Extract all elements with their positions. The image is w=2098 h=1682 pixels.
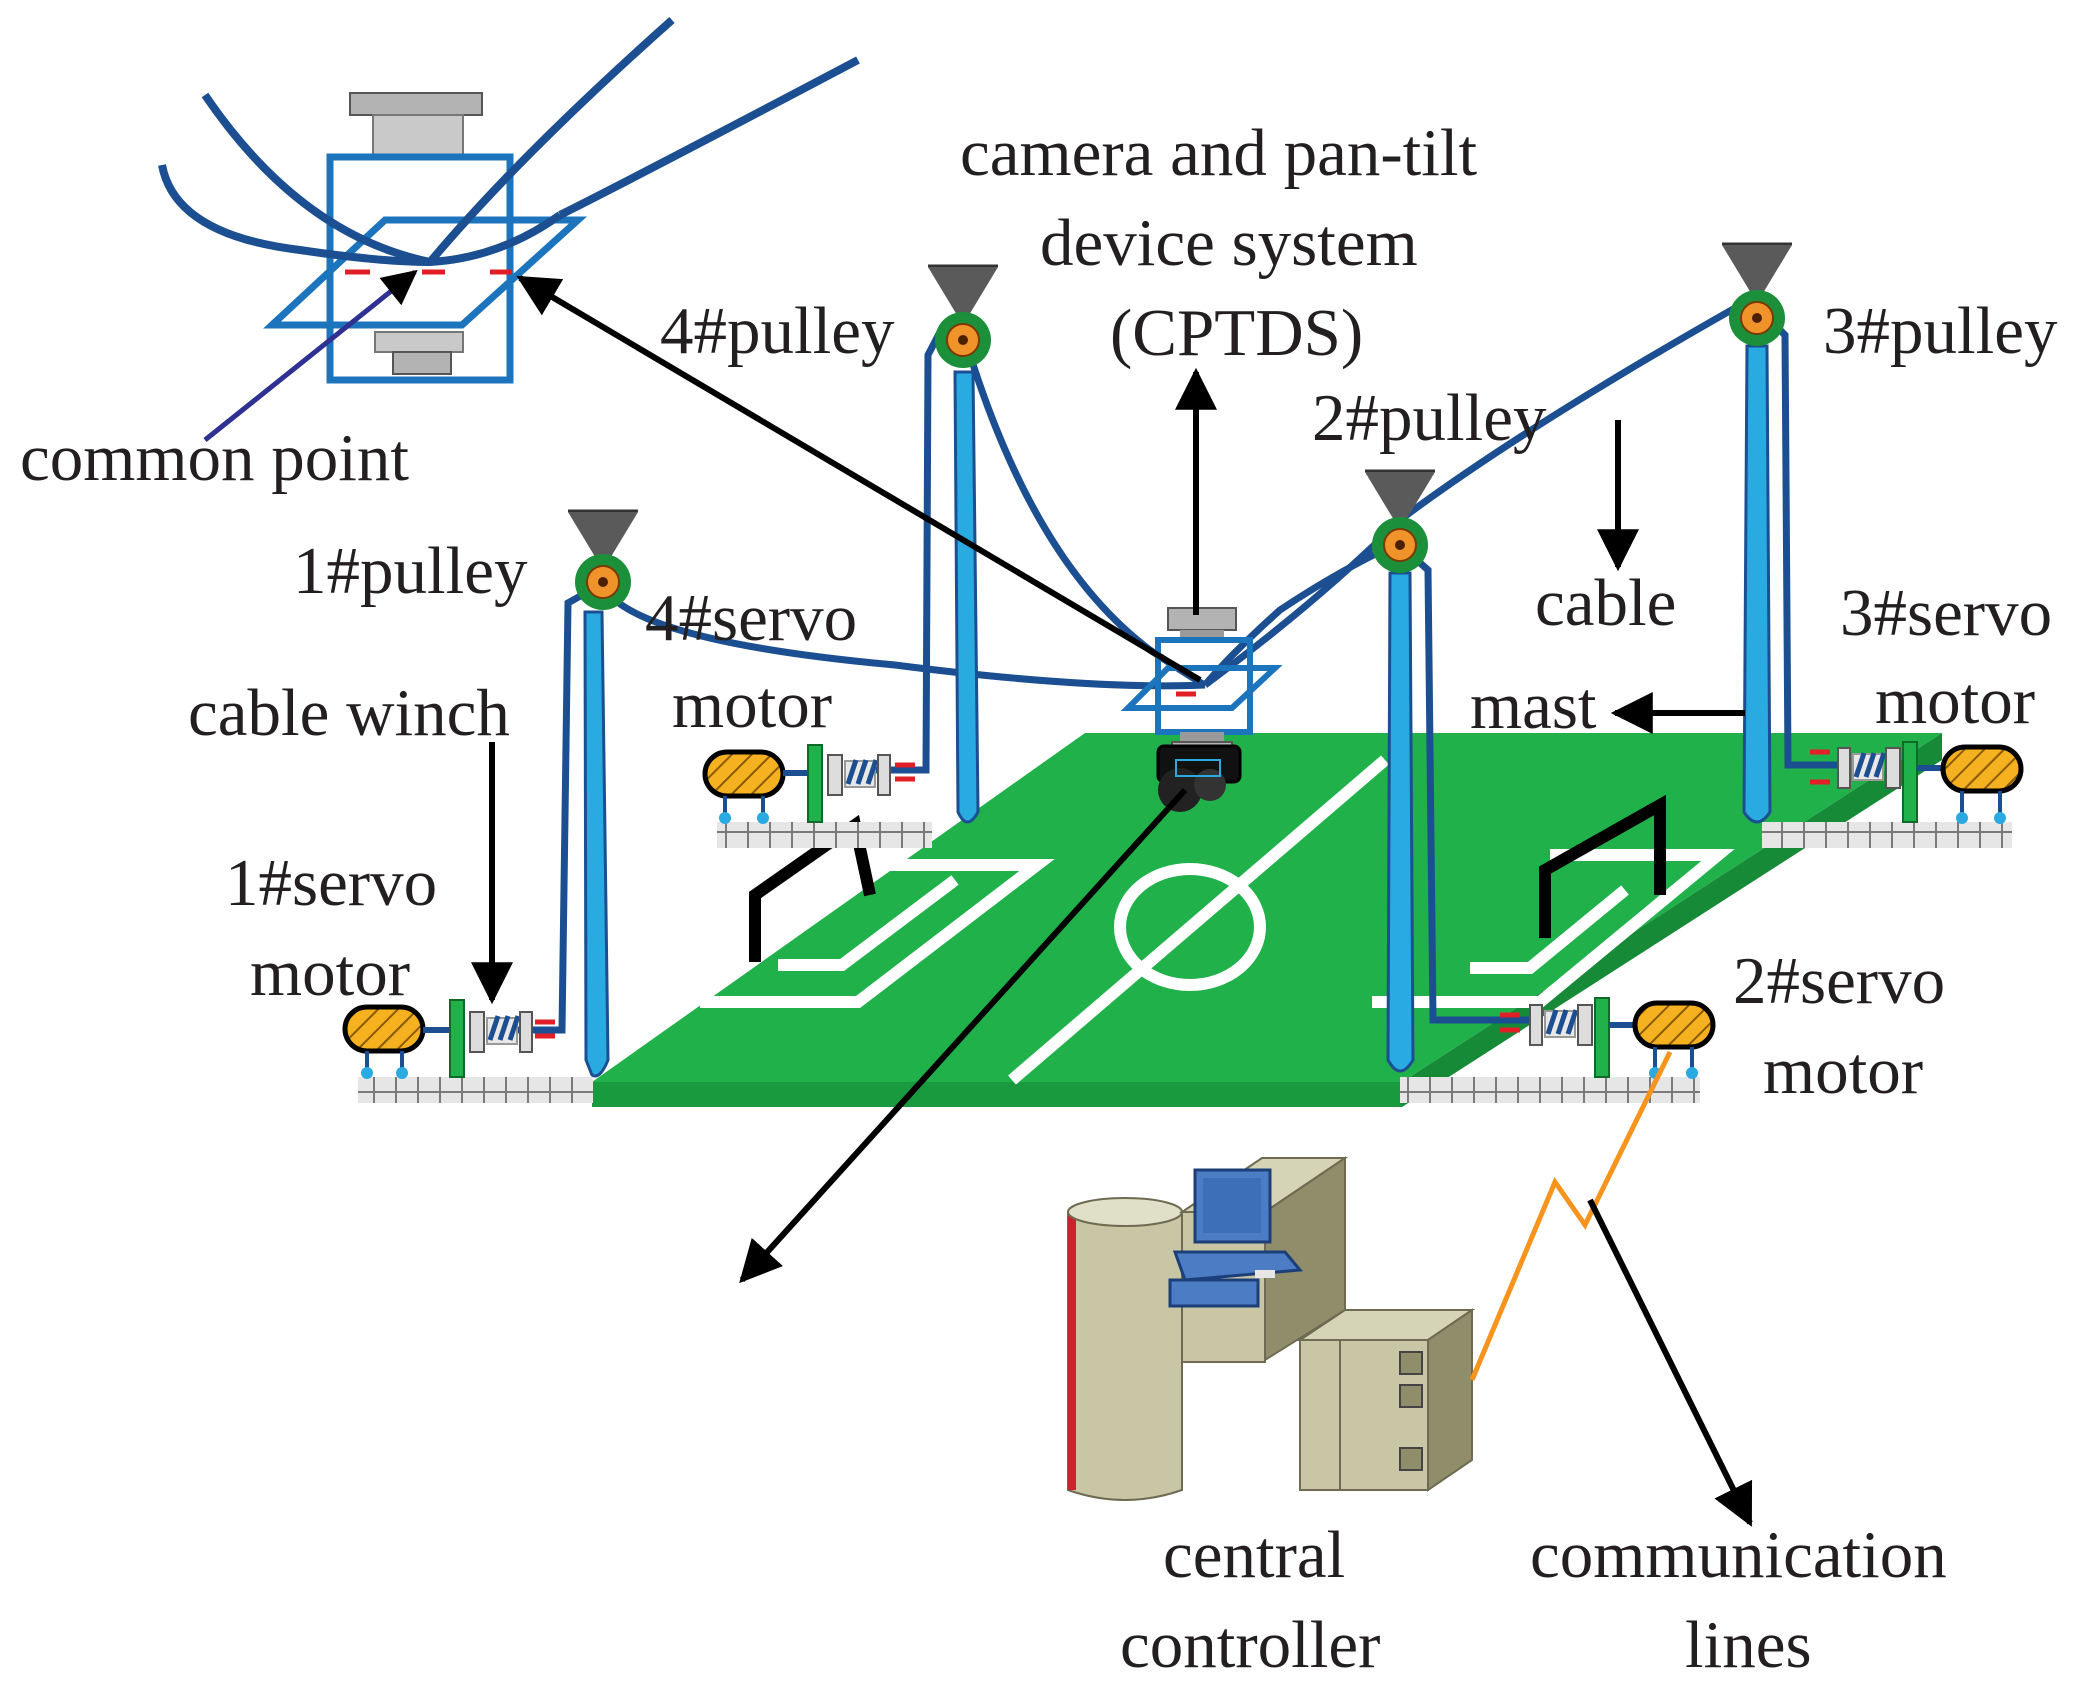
cptds-label-line1: camera and pan-tilt — [960, 116, 1478, 190]
central-controller — [1067, 1156, 1476, 1501]
servo-4-label-line2: motor — [672, 668, 833, 742]
servo-motor-4 — [702, 744, 915, 824]
mast-3 — [1742, 344, 1772, 824]
cptds-label-line2: device system — [1040, 206, 1418, 280]
pulley-4-assembly — [928, 264, 998, 368]
pulley-1-assembly — [568, 509, 638, 610]
pulley-1-label: 1#pulley — [293, 534, 528, 608]
pulley-3-label: 3#pulley — [1823, 294, 2058, 368]
servo-motor-3 — [1810, 741, 2024, 824]
mast-4 — [953, 370, 980, 824]
pulley-2-assembly — [1365, 469, 1435, 573]
pulley-3-assembly — [1722, 242, 1792, 346]
cable-winch-label: cable winch — [188, 676, 510, 750]
servo-1-label-line1: 1#servo — [225, 846, 438, 920]
communication-lines-label-line1: communication — [1530, 1518, 1947, 1592]
field-platform — [592, 733, 1942, 1107]
cptds-camera-device — [1120, 607, 1283, 812]
communication-line — [1469, 1050, 1673, 1381]
cable-label: cable — [1535, 566, 1677, 640]
servo-motor-1 — [342, 999, 555, 1079]
cptds-label-line3: (CPTDS) — [1110, 296, 1364, 370]
servo-3-label-line1: 3#servo — [1840, 576, 2053, 650]
central-controller-label-line2: controller — [1120, 1608, 1381, 1682]
common-point-inset — [158, 17, 860, 442]
mast-2 — [1386, 571, 1415, 1073]
servo-1-label-line2: motor — [250, 936, 411, 1010]
pulley-4-label: 4#pulley — [660, 294, 895, 368]
annotation-arrows — [471, 275, 1753, 1527]
servo-3-label-line2: motor — [1875, 664, 2036, 738]
central-controller-label-line1: central — [1163, 1518, 1346, 1592]
servo-4-label-line1: 4#servo — [645, 581, 858, 655]
mast-label: mast — [1470, 669, 1597, 743]
mast-1 — [583, 610, 610, 1078]
servo-2-label-line2: motor — [1763, 1034, 1924, 1108]
communication-lines-label-line2: lines — [1685, 1608, 1812, 1682]
common-point-label: common point — [20, 421, 409, 495]
servo-2-label-line1: 2#servo — [1733, 944, 1946, 1018]
masts — [583, 344, 1772, 1078]
pulley-2-label: 2#pulley — [1312, 381, 1547, 455]
servo-motor-2 — [1500, 997, 1716, 1079]
